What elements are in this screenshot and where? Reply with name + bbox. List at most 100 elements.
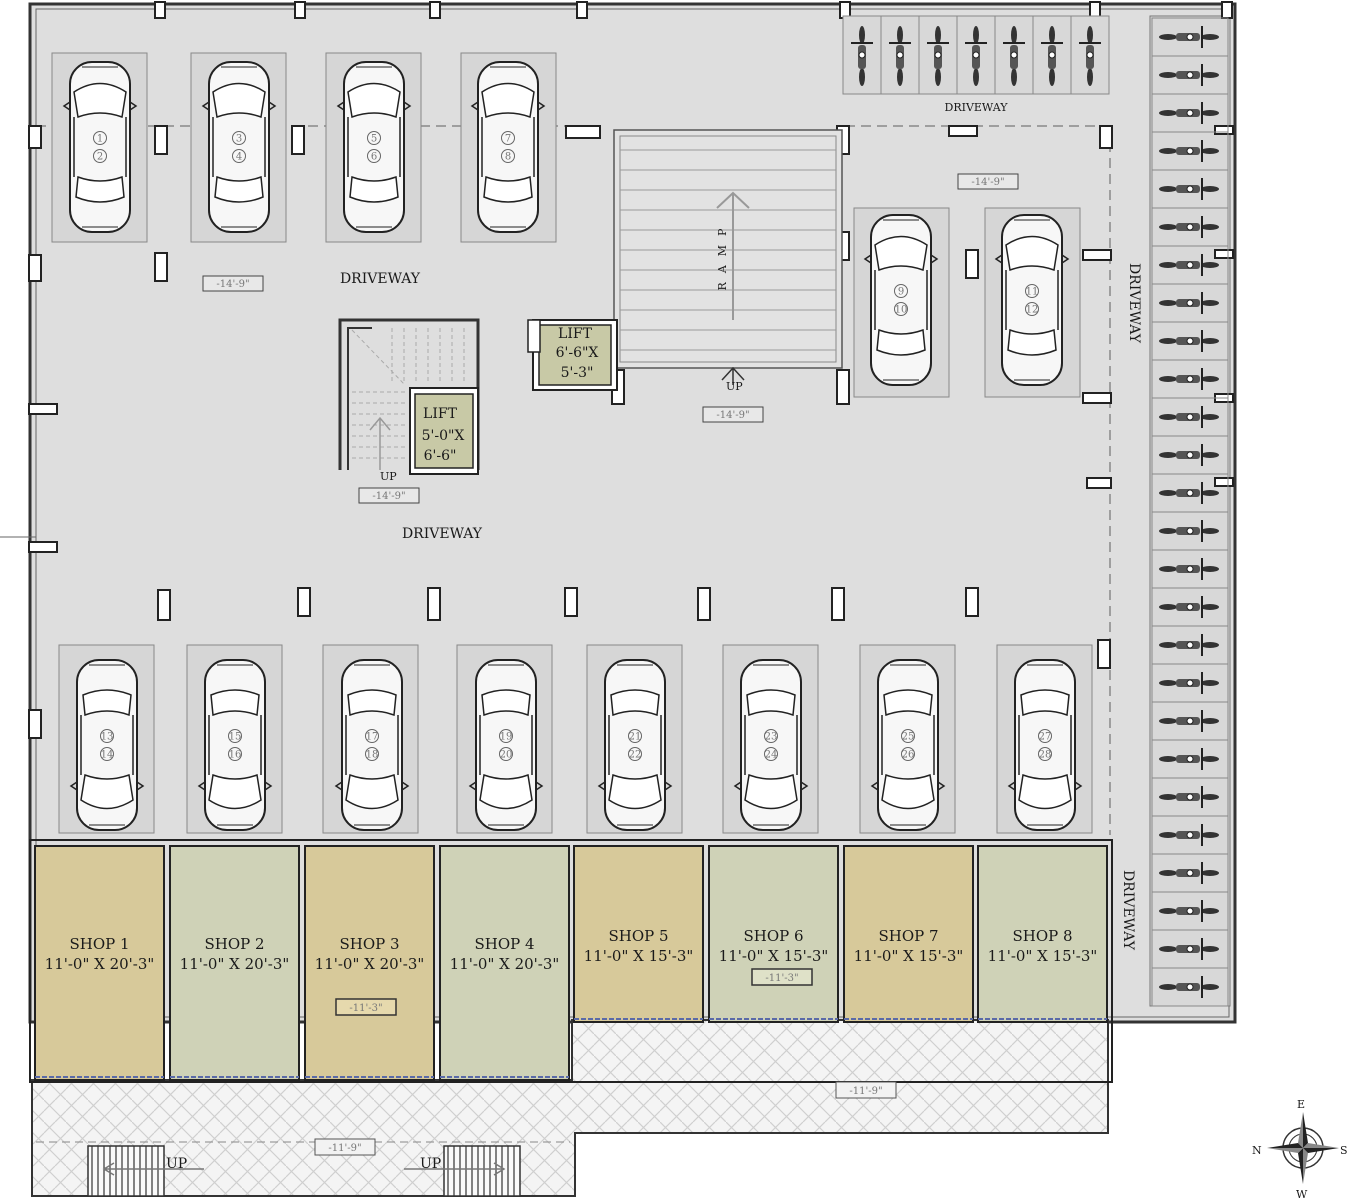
driveway-label-center: DRIVEWAY [402, 526, 483, 542]
shop-block-outline [29, 839, 1113, 1083]
car-number: 24 [765, 750, 778, 761]
lift-small-car [414, 393, 474, 469]
car-number: 20 [500, 750, 513, 761]
bike-slot [1070, 15, 1110, 95]
structural-column [28, 254, 42, 282]
bike-icon [1159, 938, 1219, 960]
car-number: 27 [1039, 732, 1052, 743]
ramp-lines [620, 149, 836, 351]
structural-column [1082, 249, 1112, 261]
entry-stair-up-label: UP [166, 1156, 187, 1172]
level-tag-text: -11'-9" [328, 1143, 361, 1154]
structural-column [429, 1, 441, 19]
car-number: 25 [902, 732, 915, 743]
shop-floor [573, 845, 704, 1023]
car-icon [870, 659, 946, 831]
shop-floor [304, 845, 435, 1081]
car-number-badge [365, 729, 379, 743]
car-number-badge [367, 149, 381, 163]
structural-column [576, 1, 588, 19]
car-number-badge [501, 149, 515, 163]
side-bike-strip [1149, 15, 1231, 1007]
car-number-badge [894, 284, 908, 298]
structural-column [836, 369, 850, 405]
bike-icon [1159, 482, 1219, 504]
shop-row: SHOP 1 11'-0" X 20'-3" SHOP 211'-0" X 20'-… [29, 839, 1113, 1083]
bike-parking [842, 15, 1229, 1007]
ramp-arrow-icon [716, 191, 750, 320]
shop-floor [708, 845, 839, 1023]
shop-unit: SHOP 811'-0" X 15'-3" [977, 845, 1108, 1023]
lift-large: LIFT 6'-6"X 5'-3" [527, 319, 618, 391]
entry-stair-block [443, 1145, 521, 1197]
structural-column [157, 589, 171, 621]
car-number-badge [764, 747, 778, 761]
structural-column [1214, 477, 1234, 487]
ramp-inner [619, 135, 837, 363]
shop-size: 11'-0" X 20'-3" [45, 955, 155, 973]
car-icon [597, 659, 673, 831]
shop-floor [34, 845, 165, 1081]
lift-small-size-2: 6'-6" [424, 448, 457, 464]
structural-column [291, 125, 305, 155]
shop-size: 11'-0" X 15'-3" [719, 947, 829, 965]
car-number-badge [100, 747, 114, 761]
level-tag: -11'-3" [335, 998, 397, 1016]
shop-name: SHOP 3 [339, 935, 399, 953]
compass-e: E [1297, 1098, 1305, 1111]
level-markers: -14'-9" -14'-9" -14'-9" -14'-9" -11'-3" … [202, 173, 1019, 1156]
bike-icon [1159, 64, 1219, 86]
stair-inner-walls [347, 327, 372, 470]
shop-unit: SHOP 411'-0" X 20'-3" [439, 845, 570, 1081]
car-icon [863, 214, 939, 386]
shop-unit: SHOP 3 11'-0" X 20'-3" [304, 845, 435, 1081]
car-icon [334, 659, 410, 831]
shop-floor [977, 845, 1108, 1023]
bike-icon [1041, 26, 1063, 86]
entry-stair-block [87, 1145, 165, 1197]
bike-slot [1151, 967, 1229, 1007]
car-number: 15 [229, 732, 242, 743]
structural-column [427, 587, 441, 621]
car-number-badge [228, 747, 242, 761]
car-number-badge [499, 747, 513, 761]
bike-icon [1159, 444, 1219, 466]
shop-unit: SHOP 211'-0" X 20'-3" [169, 845, 300, 1081]
car-number-badge [894, 302, 908, 316]
bike-icon [889, 26, 911, 86]
level-tag: -14'-9" [358, 487, 420, 504]
car-number-badge [93, 131, 107, 145]
lift-small-size-1: 5'-0"X [422, 428, 465, 444]
ramp-up-arrow-icon [721, 366, 745, 385]
shop-name: SHOP 7 [878, 927, 938, 945]
entry-stair-up-label: UP [420, 1156, 441, 1172]
car-number-badge [901, 747, 915, 761]
car-number: 18 [366, 750, 379, 761]
shop-name: SHOP 8 [1012, 927, 1072, 945]
shop-name: SHOP 6 [743, 927, 803, 945]
shop-size: 11'-0" X 20'-3" [315, 955, 425, 973]
bike-icon [1159, 596, 1219, 618]
bike-icon [1159, 672, 1219, 694]
structural-column [697, 587, 711, 621]
car-number: 2 [97, 152, 103, 163]
structural-column [28, 709, 42, 739]
ramp-up-label: UP [726, 380, 743, 393]
car-icon [69, 659, 145, 831]
bike-icon [1159, 292, 1219, 314]
parking-bays: 1234567891011121314151617181920212223242… [51, 52, 1093, 834]
shop-name: SHOP 1 [69, 935, 129, 953]
car-number: 21 [629, 732, 642, 743]
level-tag-text: -11'-9" [849, 1086, 882, 1097]
shop-floor [439, 845, 570, 1081]
driveway-label-east: DRIVEWAY [1126, 263, 1142, 344]
lift-large-car [538, 324, 612, 386]
bike-icon [1159, 330, 1219, 352]
structural-column [965, 587, 979, 617]
bike-icon [1079, 26, 1101, 86]
bike-icon [1159, 216, 1219, 238]
bike-icon [1159, 178, 1219, 200]
lift-small: LIFT 5'-0"X 6'-6" [409, 387, 479, 475]
shop-size: 11'-0" X 15'-3" [854, 947, 964, 965]
ramp-label: RAMP [716, 220, 729, 291]
